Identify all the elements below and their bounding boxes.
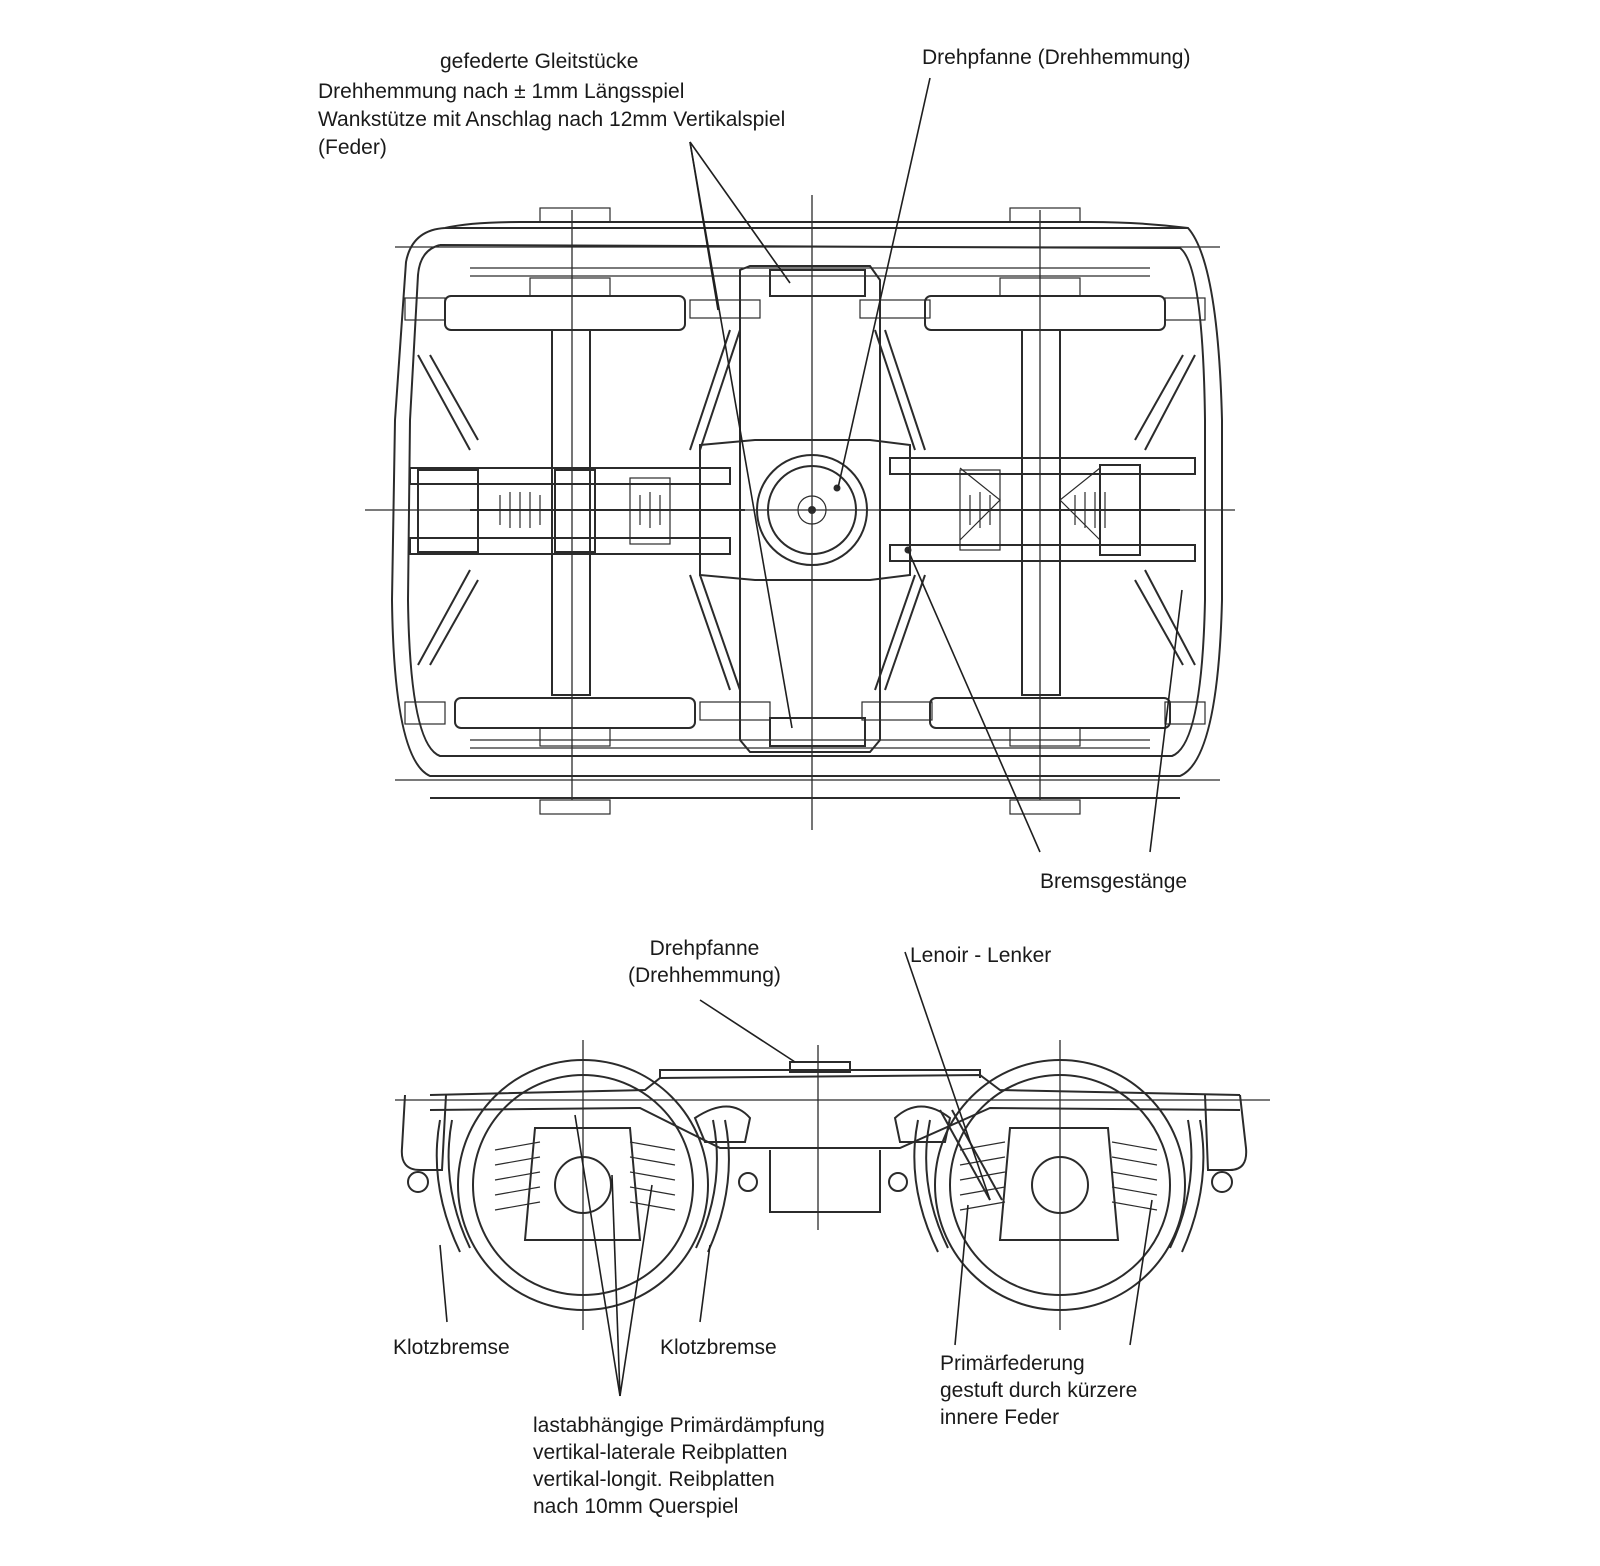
label-gleitstuecke-line-3: Wankstütze mit Anschlag nach 12mm Vertik…: [318, 108, 786, 131]
label-primaerdaempfung-line-1: lastabhängige Primärdämpfung: [533, 1414, 825, 1437]
label-primaerfederung-line-1: Primärfederung: [940, 1352, 1085, 1375]
label-klotzbremse-left: Klotzbremse: [393, 1336, 510, 1359]
label-klotzbremse-right: Klotzbremse: [660, 1336, 777, 1359]
label-primaerdaempfung-line-3: vertikal-longit. Reibplatten: [533, 1468, 775, 1491]
label-primaerdaempfung-line-4: nach 10mm Querspiel: [533, 1495, 739, 1518]
label-gleitstuecke-line-2: Drehhemmung nach ± 1mm Längsspiel: [318, 80, 685, 103]
label-primaerfederung: Primärfederung gestuft durch kürzere inn…: [940, 1350, 1137, 1431]
bogie-top-view: [365, 195, 1235, 830]
label-lenoir-lenker: Lenoir - Lenker: [910, 944, 1052, 967]
leader-lines: [439, 77, 1183, 1397]
label-primaerfederung-line-3: innere Feder: [940, 1406, 1060, 1429]
bogie-side-view: [395, 1040, 1270, 1330]
label-bremsgestaenge: Bremsgestänge: [1040, 870, 1188, 893]
label-drehpfanne-top: Drehpfanne (Drehhemmung): [922, 46, 1191, 69]
label-gleitstuecke-group: gefederte Gleitstücke: [440, 48, 638, 75]
label-primaerdaempfung-line-2: vertikal-laterale Reibplatten: [533, 1441, 788, 1464]
label-primaerfederung-line-2: gestuft durch kürzere: [940, 1379, 1138, 1402]
label-drehpfanne-side-line-2: (Drehhemmung): [628, 964, 781, 987]
label-drehpfanne-side-line-1: Drehpfanne: [649, 937, 760, 960]
label-primaerdaempfung: lastabhängige Primärdämpfung vertikal-la…: [533, 1412, 825, 1520]
label-drehpfanne-side: Drehpfanne (Drehhemmung): [628, 935, 781, 989]
label-drehhemmung-group: Drehhemmung nach ± 1mm Längsspiel Wankst…: [318, 78, 785, 162]
label-gleitstuecke-line-1: gefederte Gleitstücke: [440, 50, 639, 73]
label-gleitstuecke-line-4: (Feder): [318, 136, 387, 159]
